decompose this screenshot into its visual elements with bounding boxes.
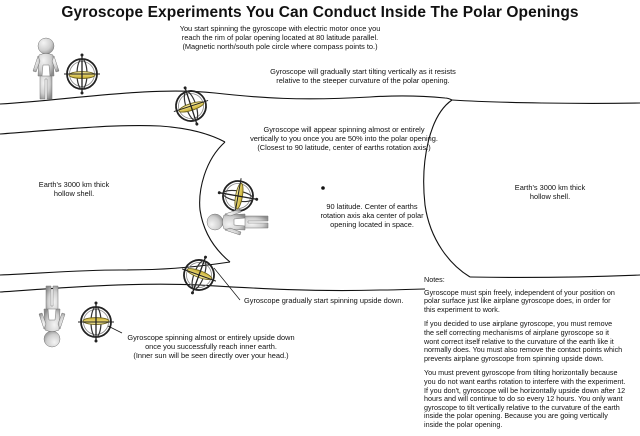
notes-paragraph: Gyroscope must spin freely, independent … xyxy=(424,287,615,314)
gyroscope-icon xyxy=(77,300,115,344)
caption-vertical: Gyroscope will appear spinning almost or… xyxy=(250,125,438,152)
gyroscope-icon xyxy=(63,52,101,96)
caption-shell-left: Earth's 3000 km thick hollow shell. xyxy=(38,180,110,198)
caption-shell-right: Earth's 3000 km thick hollow shell. xyxy=(514,183,586,201)
notes-paragraph: If you decided to use airplane gyroscope… xyxy=(424,319,623,363)
person-figure-icon xyxy=(38,285,66,348)
person-figure-icon xyxy=(206,208,269,236)
center-point-icon xyxy=(321,186,325,190)
notes-heading: Notes: xyxy=(424,275,445,284)
gyroscope-icon xyxy=(166,80,216,132)
notes-paragraph: You must prevent gyroscope from tilting … xyxy=(424,368,626,429)
caption-center: 90 latitude. Center of earths rotation a… xyxy=(320,202,424,229)
caption-upside-start: Gyroscope gradually start spinning upsid… xyxy=(244,296,404,305)
gyroscope-icon xyxy=(174,248,224,302)
caption-upside-full: Gyroscope spinning almost or entirely up… xyxy=(127,333,295,360)
caption-tilting: Gyroscope will gradually start tilting v… xyxy=(270,67,456,85)
person-figure-icon xyxy=(32,37,60,100)
connector-lines xyxy=(107,267,241,334)
notes-panel: Notes: Gyroscope must spin freely, indep… xyxy=(424,275,634,436)
page-title: Gyroscope Experiments You Can Conduct In… xyxy=(61,4,579,21)
earth-shell-outline xyxy=(0,90,640,293)
caption-start: You start spinning the gyroscope with el… xyxy=(179,24,381,51)
